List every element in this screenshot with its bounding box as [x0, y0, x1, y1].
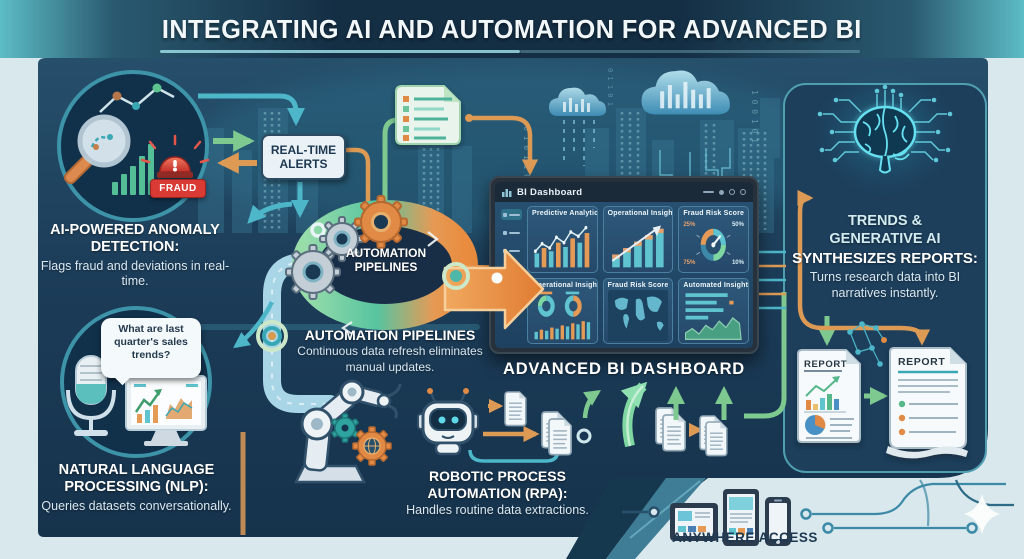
gauge-label: 10%: [731, 259, 744, 266]
generative-text-block: TRENDS & GENERATIVE AI: [807, 212, 963, 248]
network-glyph: [847, 321, 887, 367]
nlp-heading: NATURAL LANGUAGE PROCESSING (NLP):: [58, 462, 215, 496]
fraud-siren-icon: [140, 134, 210, 178]
rpa-robot-arm-icon: [293, 379, 402, 484]
panel-label: Fraud Risk Score: [683, 210, 745, 217]
panel-automated-insights[interactable]: Automated Insights: [678, 277, 749, 344]
gauge-label: 25%: [683, 222, 696, 228]
gauge-chart: [696, 228, 731, 261]
generative-tagline: TRENDS & GENERATIVE AI: [829, 213, 941, 248]
data-file-icon: [395, 85, 461, 145]
gear-orange: [354, 195, 408, 249]
sidebar-item-home[interactable]: [500, 209, 522, 220]
gauge-label: 75%: [683, 259, 696, 266]
gear-teal-small: [331, 413, 359, 443]
nlp-question-bubble: What are last quarter's sales trends?: [101, 318, 201, 378]
microphone-icon: [66, 355, 116, 436]
bubble-text: What are last quarter's sales trends?: [114, 323, 188, 362]
settings-icon[interactable]: [740, 189, 746, 195]
monitor-icon: [125, 375, 207, 446]
pipelines-text-block: AUTOMATION PIPELINES Continuous data ref…: [286, 327, 494, 375]
dashboard-body: Predictive Analytics Operational Insight…: [495, 202, 753, 348]
generative-brain-icon: [817, 84, 953, 176]
banner-underline-faint: [520, 50, 860, 53]
sidebar-item-reports[interactable]: [501, 227, 522, 238]
page-title: INTEGRATING AI AND AUTOMATION FOR ADVANC…: [162, 13, 862, 44]
real-time-alerts-box: REAL-TIME ALERTS: [261, 134, 346, 180]
report-doc-2: [886, 347, 968, 459]
synthesizes-text-block: SYNTHESIZES REPORTS: Turns research data…: [790, 250, 980, 302]
data-cloud-large: [641, 70, 730, 115]
dashboard-titlebar: BI Dashboard: [495, 182, 753, 202]
fraud-label: FRAUD: [159, 183, 197, 194]
devices-icons: [670, 489, 791, 546]
fraud-badge: FRAUD: [150, 179, 206, 198]
bi-dashboard-window: BI Dashboard Predictive Analytics Oper: [489, 176, 759, 354]
tablet-landscape-icon: [670, 503, 718, 541]
anywhere-access-label: ANYWHERE ACCESS: [672, 530, 818, 545]
panel-operational-insights-1[interactable]: Operational Insights: [602, 206, 674, 273]
anomaly-heading: AI-POWERED ANOMALY DETECTION:: [50, 222, 220, 256]
dashboard-sidebar: [499, 206, 523, 344]
alerts-label: REAL-TIME ALERTS: [270, 142, 337, 171]
report2-label: REPORT: [898, 356, 946, 368]
anomaly-description: Flags fraud and deviations in real-time.: [40, 258, 230, 289]
gauge-label: 50%: [731, 222, 744, 228]
binary-stream: 1 0 0 1 0 1: [750, 90, 759, 143]
anomaly-text-block: AI-POWERED ANOMALY DETECTION: Flags frau…: [40, 222, 230, 290]
banner-underline: [160, 50, 520, 53]
panel-label: Automated Insights: [683, 281, 749, 289]
magnifier-icon: [63, 114, 131, 185]
dashboard-title: BI Dashboard: [517, 186, 583, 198]
pipelines-description: Continuous data refresh eliminates manua…: [297, 344, 483, 374]
sidebar-item-analytics[interactable]: [501, 245, 522, 256]
smartphone-icon: [765, 497, 791, 546]
connectors: [198, 93, 539, 535]
panel-fraud-risk-gauge[interactable]: Fraud Risk Score 25% 50% 75% 10%: [678, 206, 749, 273]
report-flow: [797, 189, 968, 459]
clock-icon[interactable]: [729, 189, 735, 195]
panel-label: Operational Insights: [532, 281, 598, 289]
rpa-description: Handles routine data extractions.: [406, 502, 589, 517]
dashboard-caption: ADVANCED BI DASHBOARD: [503, 360, 745, 378]
sidebar-item-settings[interactable]: [501, 263, 522, 274]
rpa-robot-head-icon: [417, 388, 479, 456]
hbar-area-chart: [685, 292, 743, 340]
window-dot-icon[interactable]: [719, 189, 724, 195]
nlp-description: Queries datasets conversationally.: [41, 498, 232, 513]
world-map: [607, 289, 669, 341]
dashboard-grid: Predictive Analytics Operational Insight…: [527, 206, 749, 344]
gear-globe-orange: [352, 426, 392, 466]
generative-description: Turns research data into BI narratives i…: [809, 270, 961, 301]
panel-predictive-analytics[interactable]: Predictive Analytics: [527, 206, 598, 273]
report-doc-1: [797, 349, 861, 443]
dashboard-panel-links: [758, 250, 786, 310]
pipeline-loop-label: AUTOMATION PIPELINES: [345, 246, 427, 275]
panel-operational-insights-2[interactable]: Operational Insights: [527, 277, 598, 344]
document-flow: [468, 292, 787, 463]
chart-icon: [502, 189, 512, 197]
donut-bar-chart: [534, 291, 591, 339]
generative-heading: SYNTHESIZES REPORTS:: [792, 250, 978, 267]
panel-label: Operational Insights: [607, 210, 674, 217]
pipelines-heading: AUTOMATION PIPELINES: [304, 327, 476, 343]
nlp-text-block: NATURAL LANGUAGE PROCESSING (NLP): Queri…: [34, 462, 239, 514]
rpa-text-block: ROBOTIC PROCESS AUTOMATION (RPA): Handle…: [390, 468, 605, 518]
bar-arrow-chart: [611, 225, 664, 268]
sparkle-icon: [964, 494, 1000, 534]
bar-line-chart: [533, 225, 590, 268]
binary-stream: 0 1 1 0 1: [606, 68, 614, 106]
panel-fraud-risk-map[interactable]: Fraud Risk Score: [602, 277, 674, 344]
gear-silver-large: [285, 244, 341, 300]
band-decor: [566, 478, 1014, 559]
title-banner: INTEGRATING AI AND AUTOMATION FOR ADVANC…: [0, 0, 1024, 58]
report1-label: REPORT: [804, 359, 848, 370]
rpa-heading: ROBOTIC PROCESS AUTOMATION (RPA):: [427, 468, 568, 501]
minimize-icon[interactable]: [703, 191, 714, 193]
panel-label: Predictive Analytics: [532, 210, 598, 217]
data-cloud-small: [549, 87, 606, 166]
tablet-portrait-icon: [723, 489, 759, 546]
panel-label: Fraud Risk Score: [607, 281, 669, 289]
